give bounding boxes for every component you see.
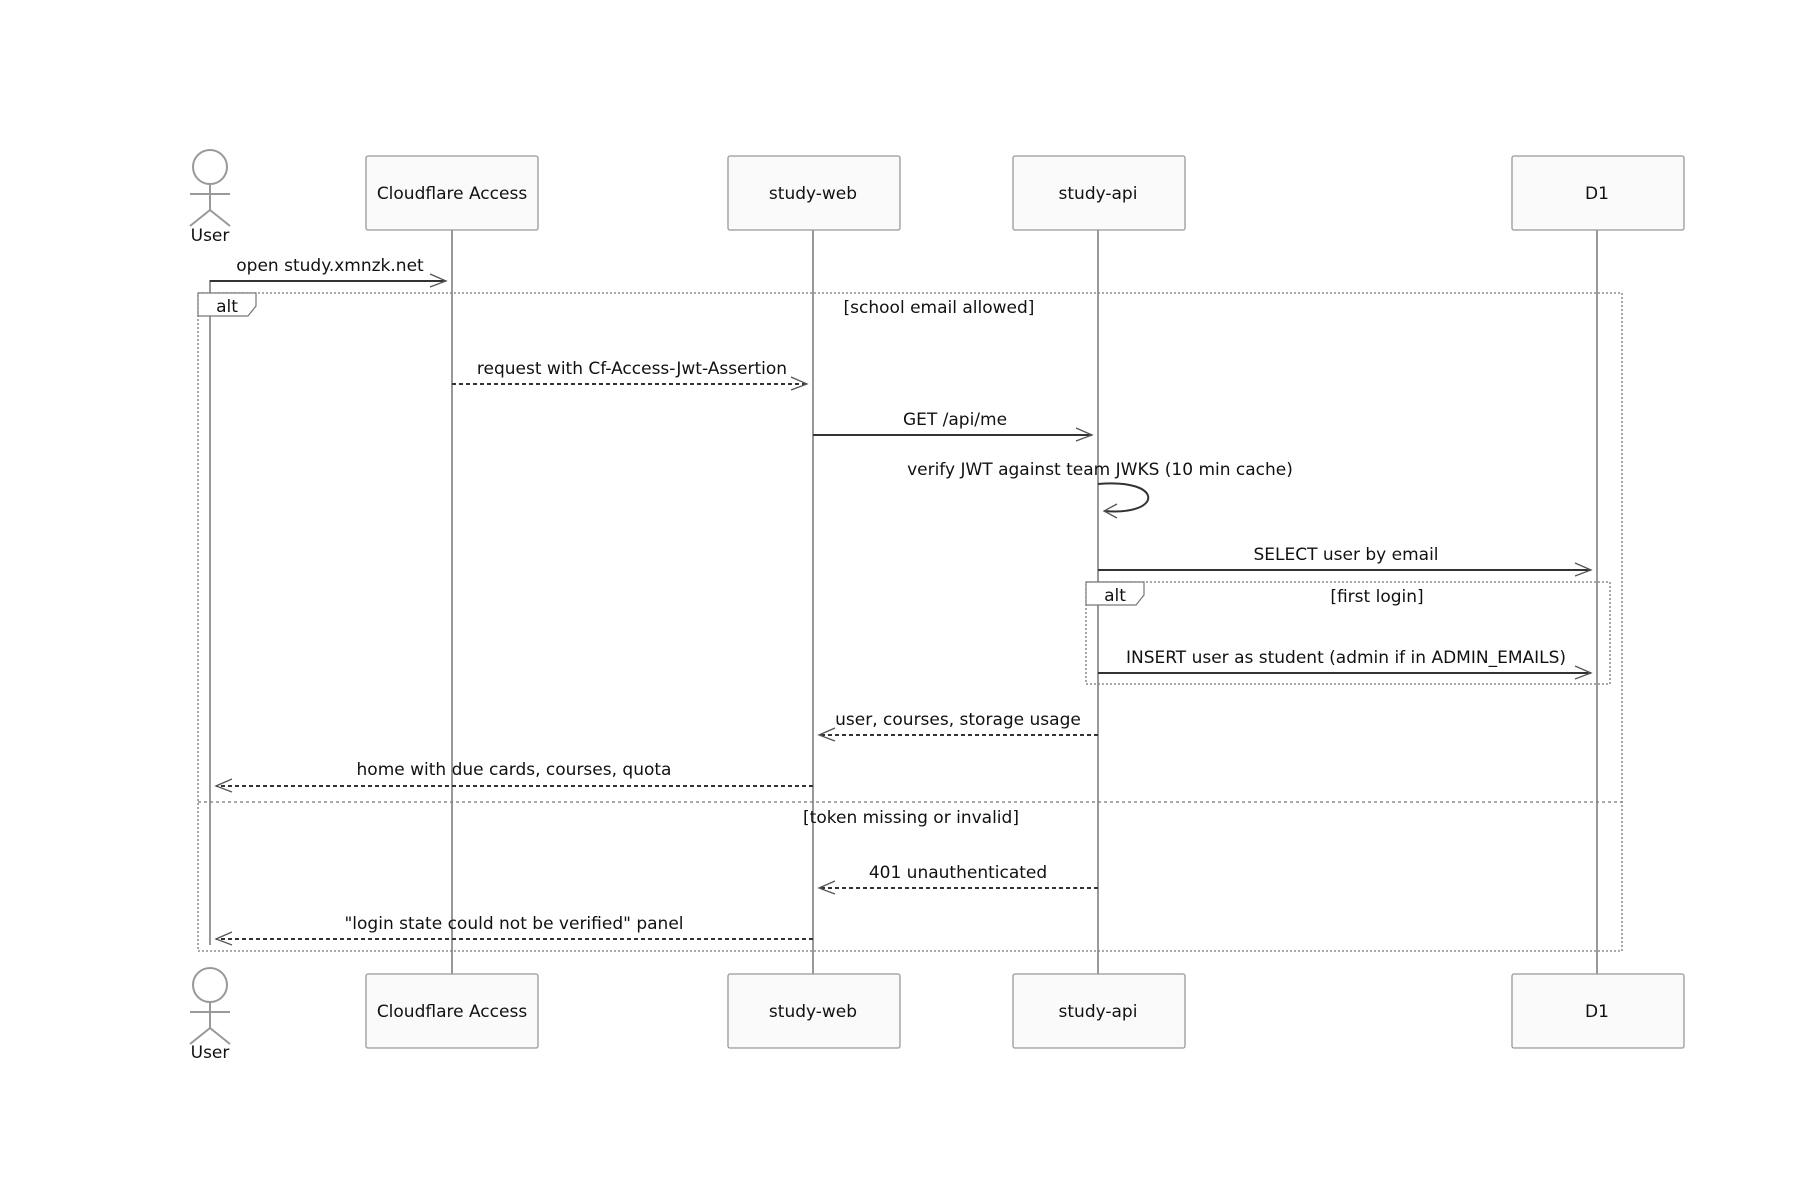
message-label: user, courses, storage usage — [835, 710, 1081, 730]
message-label: 401 unauthenticated — [869, 863, 1047, 883]
message-get-api-me: GET /api/me — [813, 410, 1094, 442]
participant-label-cloudflare-access: Cloudflare Access — [377, 184, 528, 204]
arrowhead-left — [1102, 503, 1118, 519]
fragment-tag — [1085, 581, 1145, 606]
message-label: SELECT user by email — [1253, 545, 1438, 565]
message-401-unauthenticated: 401 unauthenticated — [817, 863, 1098, 895]
arrowhead-left — [817, 727, 836, 742]
message-label: verify JWT against team JWKS (10 min cac… — [907, 460, 1293, 480]
fragment-operator-label: alt — [1104, 586, 1126, 606]
arrowhead-right — [1075, 427, 1094, 442]
participant-label-study-api: study-api — [1059, 184, 1138, 204]
message-request-with-jwt: request with Cf-Access-Jwt-Assertion — [452, 359, 809, 391]
participant-label-study-api: study-api — [1059, 1002, 1138, 1022]
user-figure — [189, 967, 231, 1045]
fragment-condition-label: [first login] — [1330, 587, 1423, 607]
arrowhead-right — [1574, 562, 1593, 577]
participant-d1-top: D1 — [1511, 155, 1685, 231]
participant-study-api-bottom: study-api — [1012, 973, 1186, 1049]
actor-user-bottom: User — [189, 967, 231, 1063]
participant-study-web-top: study-web — [727, 155, 901, 231]
message-label: open study.xmnzk.net — [236, 256, 424, 276]
arrowhead-left — [214, 778, 233, 793]
fragment-operator-label: alt — [216, 297, 238, 317]
alt-fragment-outer: alt [school email allowed] [token missin… — [197, 292, 1623, 952]
message-label: INSERT user as student (admin if in ADMI… — [1126, 648, 1566, 668]
participant-d1-bottom: D1 — [1511, 973, 1685, 1049]
participant-label-study-web: study-web — [769, 1002, 857, 1022]
participant-label-user: User — [191, 226, 230, 246]
actor-user-top: User — [189, 149, 231, 246]
fragment-tag — [197, 292, 257, 317]
participant-label-d1: D1 — [1585, 184, 1609, 204]
message-insert-user: INSERT user as student (admin if in ADMI… — [1098, 648, 1593, 680]
arrowhead-left — [817, 880, 836, 895]
participant-study-web-bottom: study-web — [727, 973, 901, 1049]
alt-fragment-first-login: alt [first login] — [1085, 581, 1611, 685]
arrowhead-right — [429, 273, 448, 288]
fragment-condition-label: [token missing or invalid] — [803, 808, 1019, 828]
message-label: "login state could not be verified" pane… — [344, 914, 683, 934]
message-label: GET /api/me — [903, 410, 1007, 430]
arrowhead-left — [214, 931, 233, 946]
participant-label-user: User — [191, 1043, 230, 1063]
participant-label-cloudflare-access: Cloudflare Access — [377, 1002, 528, 1022]
participant-cloudflare-access-bottom: Cloudflare Access — [365, 973, 539, 1049]
user-figure — [189, 149, 231, 227]
arrowhead-right — [790, 376, 809, 391]
message-user-courses-storage: user, courses, storage usage — [817, 710, 1098, 742]
message-label: home with due cards, courses, quota — [357, 760, 672, 780]
message-open-site: open study.xmnzk.net — [210, 256, 448, 288]
message-login-state-panel: "login state could not be verified" pane… — [214, 914, 813, 946]
arrowhead-right — [1574, 665, 1593, 680]
participant-cloudflare-access-top: Cloudflare Access — [365, 155, 539, 231]
message-verify-jwt-self-call: verify JWT against team JWKS (10 min cac… — [907, 460, 1293, 519]
message-select-user-by-email: SELECT user by email — [1098, 545, 1593, 577]
fragment-condition-label: [school email allowed] — [844, 298, 1035, 318]
participant-study-api-top: study-api — [1012, 155, 1186, 231]
participant-label-d1: D1 — [1585, 1002, 1609, 1022]
message-label: request with Cf-Access-Jwt-Assertion — [477, 359, 787, 379]
message-home-with-due-cards: home with due cards, courses, quota — [214, 760, 813, 793]
participant-label-study-web: study-web — [769, 184, 857, 204]
